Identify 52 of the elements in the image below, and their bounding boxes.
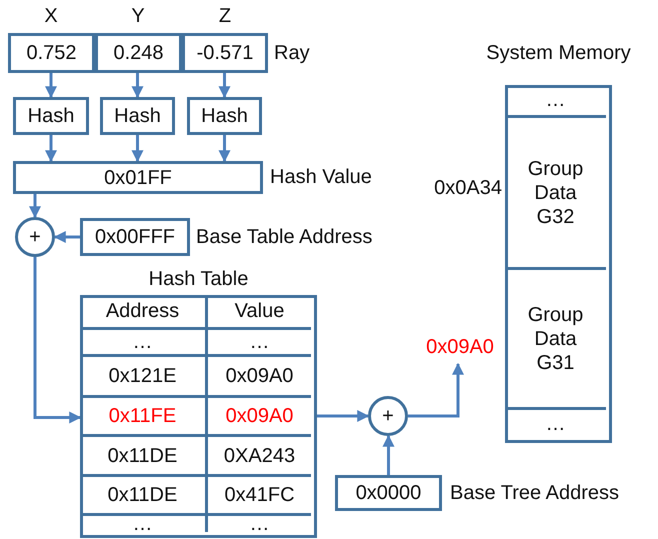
- axis-label: Z: [218, 4, 232, 28]
- memory-cell: Group Data G32: [505, 118, 606, 270]
- value-box: 0x00FFF: [80, 218, 190, 256]
- arrow: [45, 73, 57, 98]
- value-box: Hash: [100, 97, 175, 135]
- table-cell: …: [208, 330, 311, 357]
- arrow: [132, 135, 144, 162]
- value-box: 0x01FF: [13, 161, 263, 194]
- memory-title: System Memory: [485, 42, 632, 65]
- value-box: -0.571: [182, 33, 268, 73]
- value-box: 0.248: [95, 33, 182, 73]
- table-cell: 0x09A0: [208, 357, 311, 398]
- axis-label: X: [43, 4, 59, 28]
- caption-text: Base Tree Address: [450, 480, 620, 506]
- arrow: [317, 410, 370, 422]
- address-text: 0x09A0: [414, 332, 506, 362]
- adder-circle: +: [368, 396, 408, 436]
- caption-text: Hash Value: [270, 164, 373, 190]
- table-cell: …: [208, 516, 311, 532]
- arrow: [45, 135, 57, 162]
- value-box: 0.752: [8, 33, 95, 73]
- arrow: [408, 362, 464, 418]
- arrow: [382, 434, 394, 475]
- table-cell: 0x11FE: [80, 398, 208, 437]
- table-cell: 0XA243: [208, 437, 311, 477]
- table-cell: 0x41FC: [208, 477, 311, 516]
- memory-cell: …: [505, 85, 606, 118]
- table-cell: …: [80, 516, 208, 532]
- table-cell: 0x09A0: [208, 398, 311, 437]
- arrow: [218, 73, 230, 98]
- caption-text: Base Table Address: [196, 224, 374, 250]
- table-cell: 0x11DE: [80, 437, 208, 477]
- value-box: Hash: [13, 97, 89, 135]
- arrow: [34, 257, 82, 424]
- table-cell: …: [80, 330, 208, 357]
- caption-text: Ray: [274, 40, 311, 66]
- value-box: Hash: [187, 97, 262, 135]
- table-cell: 0x11DE: [80, 477, 208, 516]
- arrow: [132, 73, 144, 98]
- value-box: 0x0000: [335, 475, 442, 511]
- arrow: [54, 231, 80, 243]
- table-title: Hash Table: [148, 268, 250, 291]
- memory-cell: Group Data G31: [505, 270, 606, 410]
- memory-cell: …: [505, 410, 606, 437]
- adder-circle: +: [15, 217, 55, 257]
- caption-text: 0x0A34: [433, 176, 502, 200]
- axis-label: Y: [130, 4, 146, 28]
- table-cell: Value: [208, 295, 311, 330]
- table-cell: Address: [80, 295, 208, 330]
- table-cell: 0x121E: [80, 357, 208, 398]
- arrow: [218, 135, 230, 162]
- arrow: [29, 194, 41, 218]
